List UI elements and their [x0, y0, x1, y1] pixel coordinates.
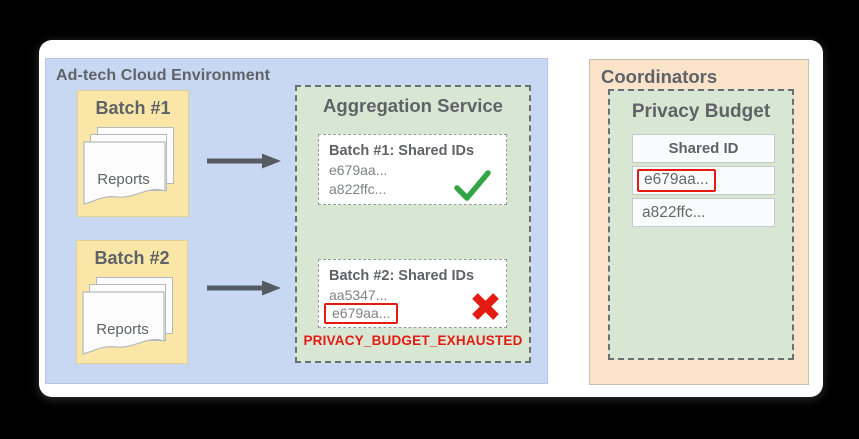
aggregation-service-title: Aggregation Service — [323, 95, 503, 116]
report-stack-icon: Reports — [78, 125, 190, 215]
reports-label: Reports — [96, 321, 149, 338]
batch-1-box: Batch #1 Reports — [77, 90, 189, 217]
privacy-budget-exhausted-label: PRIVACY_BUDGET_EXHAUSTED — [303, 333, 523, 348]
table-header-shared-id: Shared ID — [632, 134, 775, 163]
coordinators-box: Coordinators Privacy Budget Shared ID e6… — [589, 59, 809, 385]
shared-id-value: aa5347... — [329, 287, 388, 303]
batch-2-label: Batch #2 — [94, 248, 170, 268]
shared-id-table: Shared ID e679aa... a822ffc... — [632, 134, 775, 230]
report-page-icon — [83, 141, 166, 205]
x-icon — [472, 293, 499, 320]
shared-id-value: a822ffc... — [642, 203, 706, 221]
batch-2-result-box: Batch #2: Shared IDs aa5347... e679aa... — [318, 259, 507, 328]
aggregation-service-box: Aggregation Service Batch #1: Shared IDs… — [295, 85, 531, 363]
report-stack-icon: Reports — [77, 275, 189, 365]
diagram-card: Ad-tech Cloud Environment Batch #1 Repor… — [39, 40, 823, 397]
reports-label: Reports — [97, 171, 150, 188]
privacy-budget-box: Privacy Budget Shared ID e679aa... a822f… — [608, 89, 794, 360]
shared-id-value: a822ffc... — [329, 181, 387, 197]
adtech-environment-title: Ad-tech Cloud Environment — [56, 67, 271, 84]
batch-1-result-box: Batch #1: Shared IDs e679aa... a822ffc..… — [318, 134, 507, 205]
table-row: e679aa... — [632, 166, 775, 195]
shared-id-value: e679aa... — [332, 305, 391, 321]
batch-1-result-title: Batch #1: Shared IDs — [329, 143, 475, 159]
batch-2-result-title: Batch #2: Shared IDs — [329, 268, 475, 284]
flagged-id-line: e679aa... — [324, 303, 399, 324]
shared-id-value: e679aa... — [644, 171, 709, 188]
shared-id-value: e679aa... — [329, 162, 388, 178]
arrow-right-icon — [207, 153, 281, 169]
batch-1-label: Batch #1 — [95, 98, 171, 118]
flagged-id-outline: e679aa... — [324, 303, 399, 324]
checkmark-icon — [454, 170, 491, 201]
table-row: a822ffc... — [632, 198, 775, 227]
flagged-id-outline: e679aa... — [637, 169, 716, 192]
arrow-right-icon — [207, 280, 281, 296]
adtech-cloud-environment-box: Ad-tech Cloud Environment Batch #1 Repor… — [45, 58, 548, 384]
coordinators-title: Coordinators — [601, 66, 718, 87]
privacy-budget-title: Privacy Budget — [631, 101, 771, 122]
batch-2-box: Batch #2 Reports — [76, 240, 188, 364]
report-page-icon — [82, 291, 165, 355]
